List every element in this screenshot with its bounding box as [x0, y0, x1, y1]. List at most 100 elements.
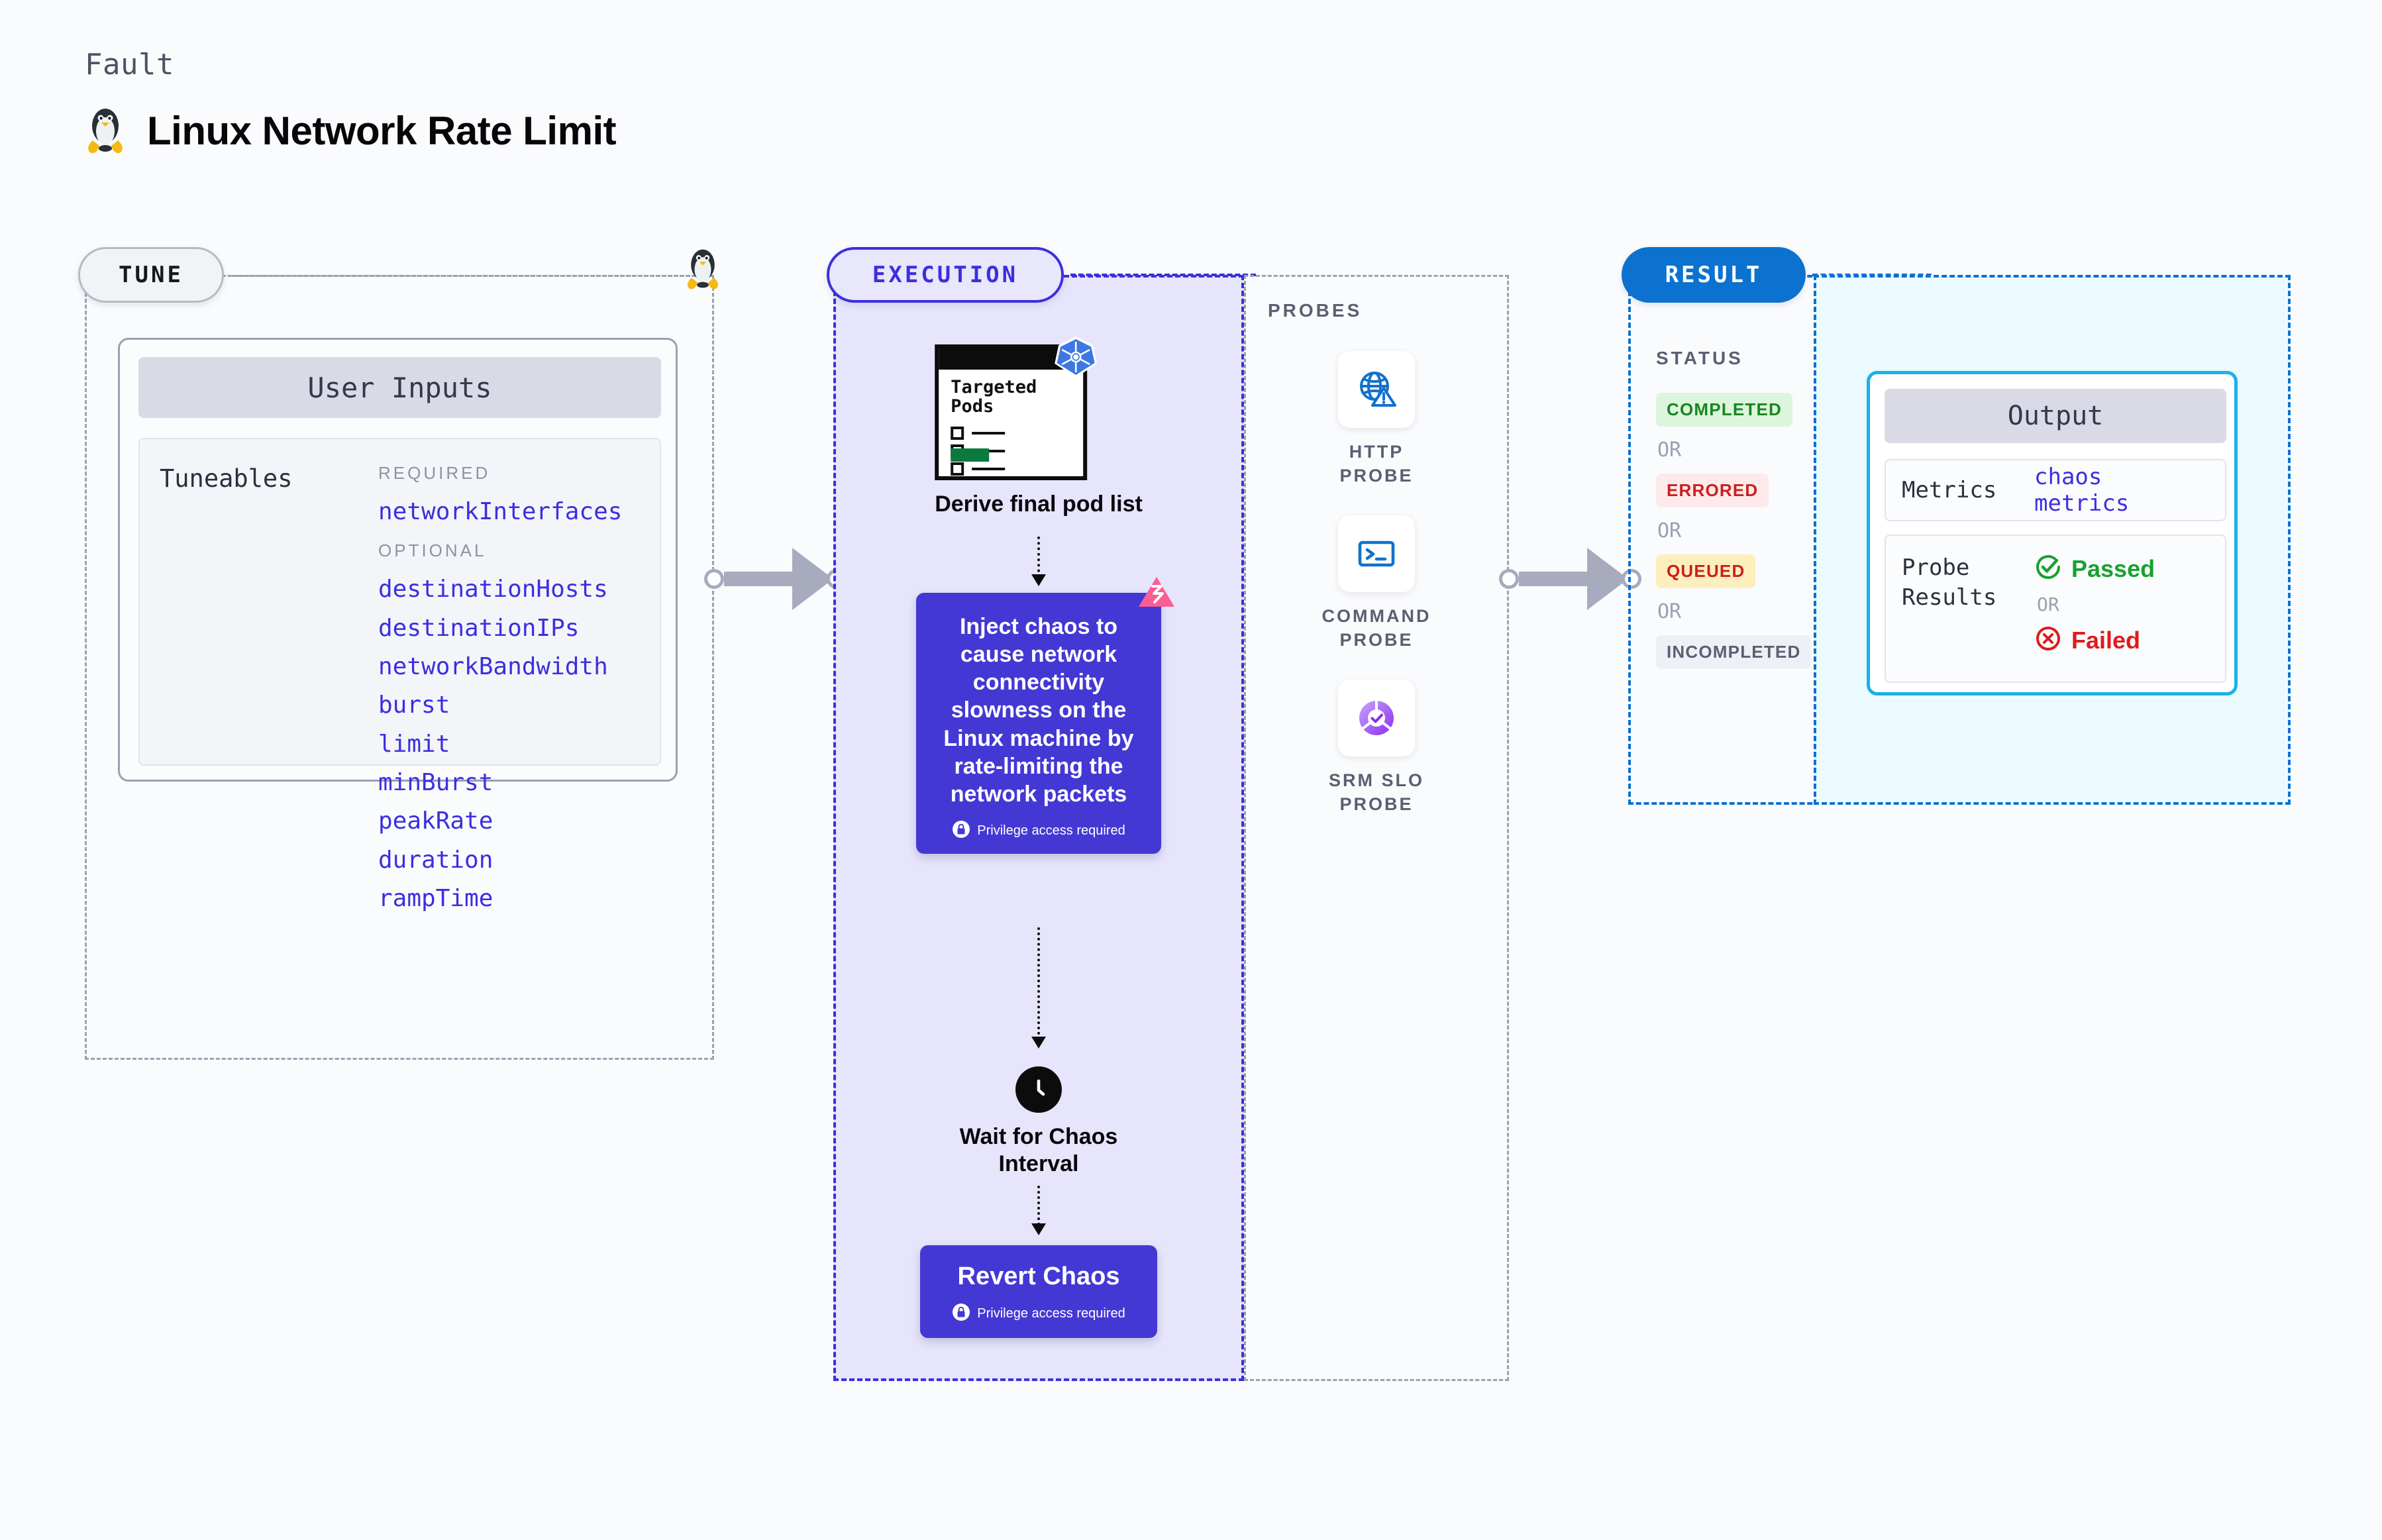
probe-label: HTTP PROBE — [1339, 442, 1414, 486]
revert-chaos-box[interactable]: Revert Chaos Privilege access required — [920, 1245, 1157, 1338]
tuneables-body: Tuneables REQUIRED networkInterfaces OPT… — [138, 438, 661, 912]
or-label: OR — [2037, 593, 2059, 615]
connector-bar — [1519, 572, 1588, 586]
probe-result-passed-label: Passed — [2071, 554, 2155, 582]
probes-panel-border — [1244, 275, 1509, 1381]
inject-chaos-box[interactable]: Inject chaos to cause network connectivi… — [916, 577, 1174, 854]
flow-arrow-line — [1037, 537, 1040, 578]
or-label: OR — [1657, 600, 1682, 623]
connector-execution-to-result — [1499, 548, 1641, 610]
probe-label: SRM SLO PROBE — [1328, 770, 1424, 815]
flow-arrow-line — [1037, 927, 1040, 1040]
tuneables-group-optional-label: OPTIONAL — [378, 540, 487, 561]
probe-srm-slo[interactable]: SRM SLO PROBE — [1314, 680, 1439, 817]
status-badge: QUEUED — [1656, 554, 1756, 588]
linux-tux-icon — [85, 106, 126, 155]
connector-dot — [1499, 569, 1519, 589]
check-circle-icon — [2034, 553, 2062, 584]
user-inputs-title: User Inputs — [138, 357, 661, 418]
litmus-icon — [1137, 576, 1176, 613]
tuneable-item[interactable]: minBurst — [378, 768, 493, 796]
connector-dot — [1622, 569, 1641, 589]
connector-arrowhead-icon — [792, 548, 833, 610]
or-label: OR — [1657, 438, 1682, 462]
tuneable-item[interactable]: limit — [378, 730, 450, 758]
output-metrics-key: Metrics — [1902, 476, 1997, 503]
clock-icon — [1015, 1066, 1062, 1113]
tuneable-item[interactable]: destinationIPs — [378, 614, 580, 642]
probes-title: PROBES — [1268, 300, 1363, 321]
wait-chaos-interval-node: Wait for Chaos Interval — [939, 1066, 1138, 1178]
checkbox-icon — [951, 462, 964, 476]
connector-dot — [704, 569, 724, 589]
inject-chaos-node: Inject chaos to cause network connectivi… — [916, 577, 1174, 854]
targeted-pods-card: Targeted Pods — [935, 336, 1098, 480]
targeted-pods-title: Targeted Pods — [951, 377, 1037, 417]
tuneables-group-required-label: REQUIRED — [378, 463, 491, 483]
probe-http[interactable]: HTTP PROBE — [1314, 351, 1439, 488]
revert-chaos-title: Revert Chaos — [957, 1262, 1120, 1290]
execution-dashed-link — [1070, 274, 1256, 276]
revert-chaos-node: Revert Chaos Privilege access required — [920, 1245, 1157, 1338]
probe-command[interactable]: COMMAND PROBE — [1314, 515, 1439, 652]
probes-panel: PROBES HTTP PROBE — [1244, 275, 1509, 1381]
output-card: Output Metrics chaos metrics Probe Resul… — [1867, 371, 2238, 695]
pods-progress-bar — [951, 448, 990, 462]
connector-arrowhead-icon — [1587, 548, 1628, 610]
connector-bar — [724, 572, 794, 586]
tuneable-item[interactable]: burst — [378, 692, 450, 719]
lock-icon — [952, 1303, 970, 1325]
tuneables-list: REQUIRED networkInterfaces OPTIONAL dest… — [378, 462, 640, 912]
tuneable-item[interactable]: duration — [378, 846, 493, 874]
privilege-note-text: Privilege access required — [977, 823, 1125, 839]
status-badge: INCOMPLETED — [1656, 635, 1812, 669]
flow-arrow-head-icon — [1031, 574, 1046, 586]
globe-warning-icon — [1338, 351, 1415, 428]
result-pill[interactable]: RESULT — [1622, 247, 1806, 303]
page-header: Linux Network Rate Limit — [85, 106, 617, 155]
x-circle-icon — [2034, 625, 2062, 656]
execution-phase-panel: EXECUTION Targeted Pods — [827, 247, 1256, 1381]
status-badge: ERRORED — [1656, 474, 1769, 507]
output-metrics-value[interactable]: chaos metrics — [2034, 464, 2130, 517]
tuneable-item[interactable]: networkBandwidth — [378, 652, 608, 680]
tuneable-item[interactable]: peakRate — [378, 807, 493, 835]
output-probe-results-row: Probe Results Passed OR — [1885, 535, 2226, 683]
page-kicker: Fault — [85, 48, 174, 81]
status-badge: COMPLETED — [1656, 393, 1793, 427]
output-panel: Output Metrics chaos metrics Probe Resul… — [1814, 275, 2291, 805]
derive-pod-list-caption: Derive final pod list — [935, 491, 1143, 517]
lock-icon — [952, 820, 970, 842]
kubernetes-icon — [1053, 334, 1099, 384]
user-inputs-card: User Inputs Tuneables REQUIRED networkIn… — [118, 338, 678, 912]
tuneables-label: Tuneables — [160, 464, 293, 493]
output-probe-results-key: Probe Results — [1902, 554, 1997, 611]
status-list: COMPLETED OR ERRORED OR QUEUED OR INCOMP… — [1656, 393, 1812, 669]
wait-chaos-interval-caption: Wait for Chaos Interval — [959, 1124, 1118, 1176]
terminal-icon — [1338, 515, 1415, 592]
probe-result-failed-label: Failed — [2071, 626, 2141, 654]
tuneable-item[interactable]: destinationHosts — [378, 576, 608, 603]
output-card-title: Output — [1885, 389, 2226, 443]
flow-arrow-head-icon — [1031, 1223, 1046, 1235]
linux-tux-icon — [684, 247, 721, 294]
probe-result-failed: Failed — [2034, 625, 2155, 656]
privilege-note-row: Privilege access required — [933, 820, 1144, 842]
result-phase-panel: RESULT STATUS COMPLETED OR ERRORED OR QU… — [1622, 247, 1932, 805]
tune-pill[interactable]: TUNE — [78, 247, 224, 303]
page-title: Linux Network Rate Limit — [147, 108, 617, 153]
tuneable-item[interactable]: rampTime — [378, 884, 493, 912]
probe-result-passed: Passed — [2034, 553, 2155, 584]
tune-phase-panel: TUNE User Inputs Tuneables REQUIRED netw… — [78, 247, 718, 1060]
slo-donut-check-icon — [1338, 680, 1415, 756]
tuneable-item[interactable]: networkInterfaces — [378, 498, 623, 525]
execution-pill[interactable]: EXECUTION — [827, 247, 1064, 303]
or-label: OR — [1657, 519, 1682, 542]
pods-checklist-row — [951, 427, 1006, 440]
flow-arrow-head-icon — [1031, 1037, 1046, 1049]
tune-dashed-link — [232, 275, 696, 277]
privilege-note-row: Privilege access required — [933, 1303, 1144, 1325]
probe-results-values: Passed OR Failed — [2034, 553, 2155, 656]
derive-pod-list-node: Targeted Pods — [935, 336, 1143, 518]
